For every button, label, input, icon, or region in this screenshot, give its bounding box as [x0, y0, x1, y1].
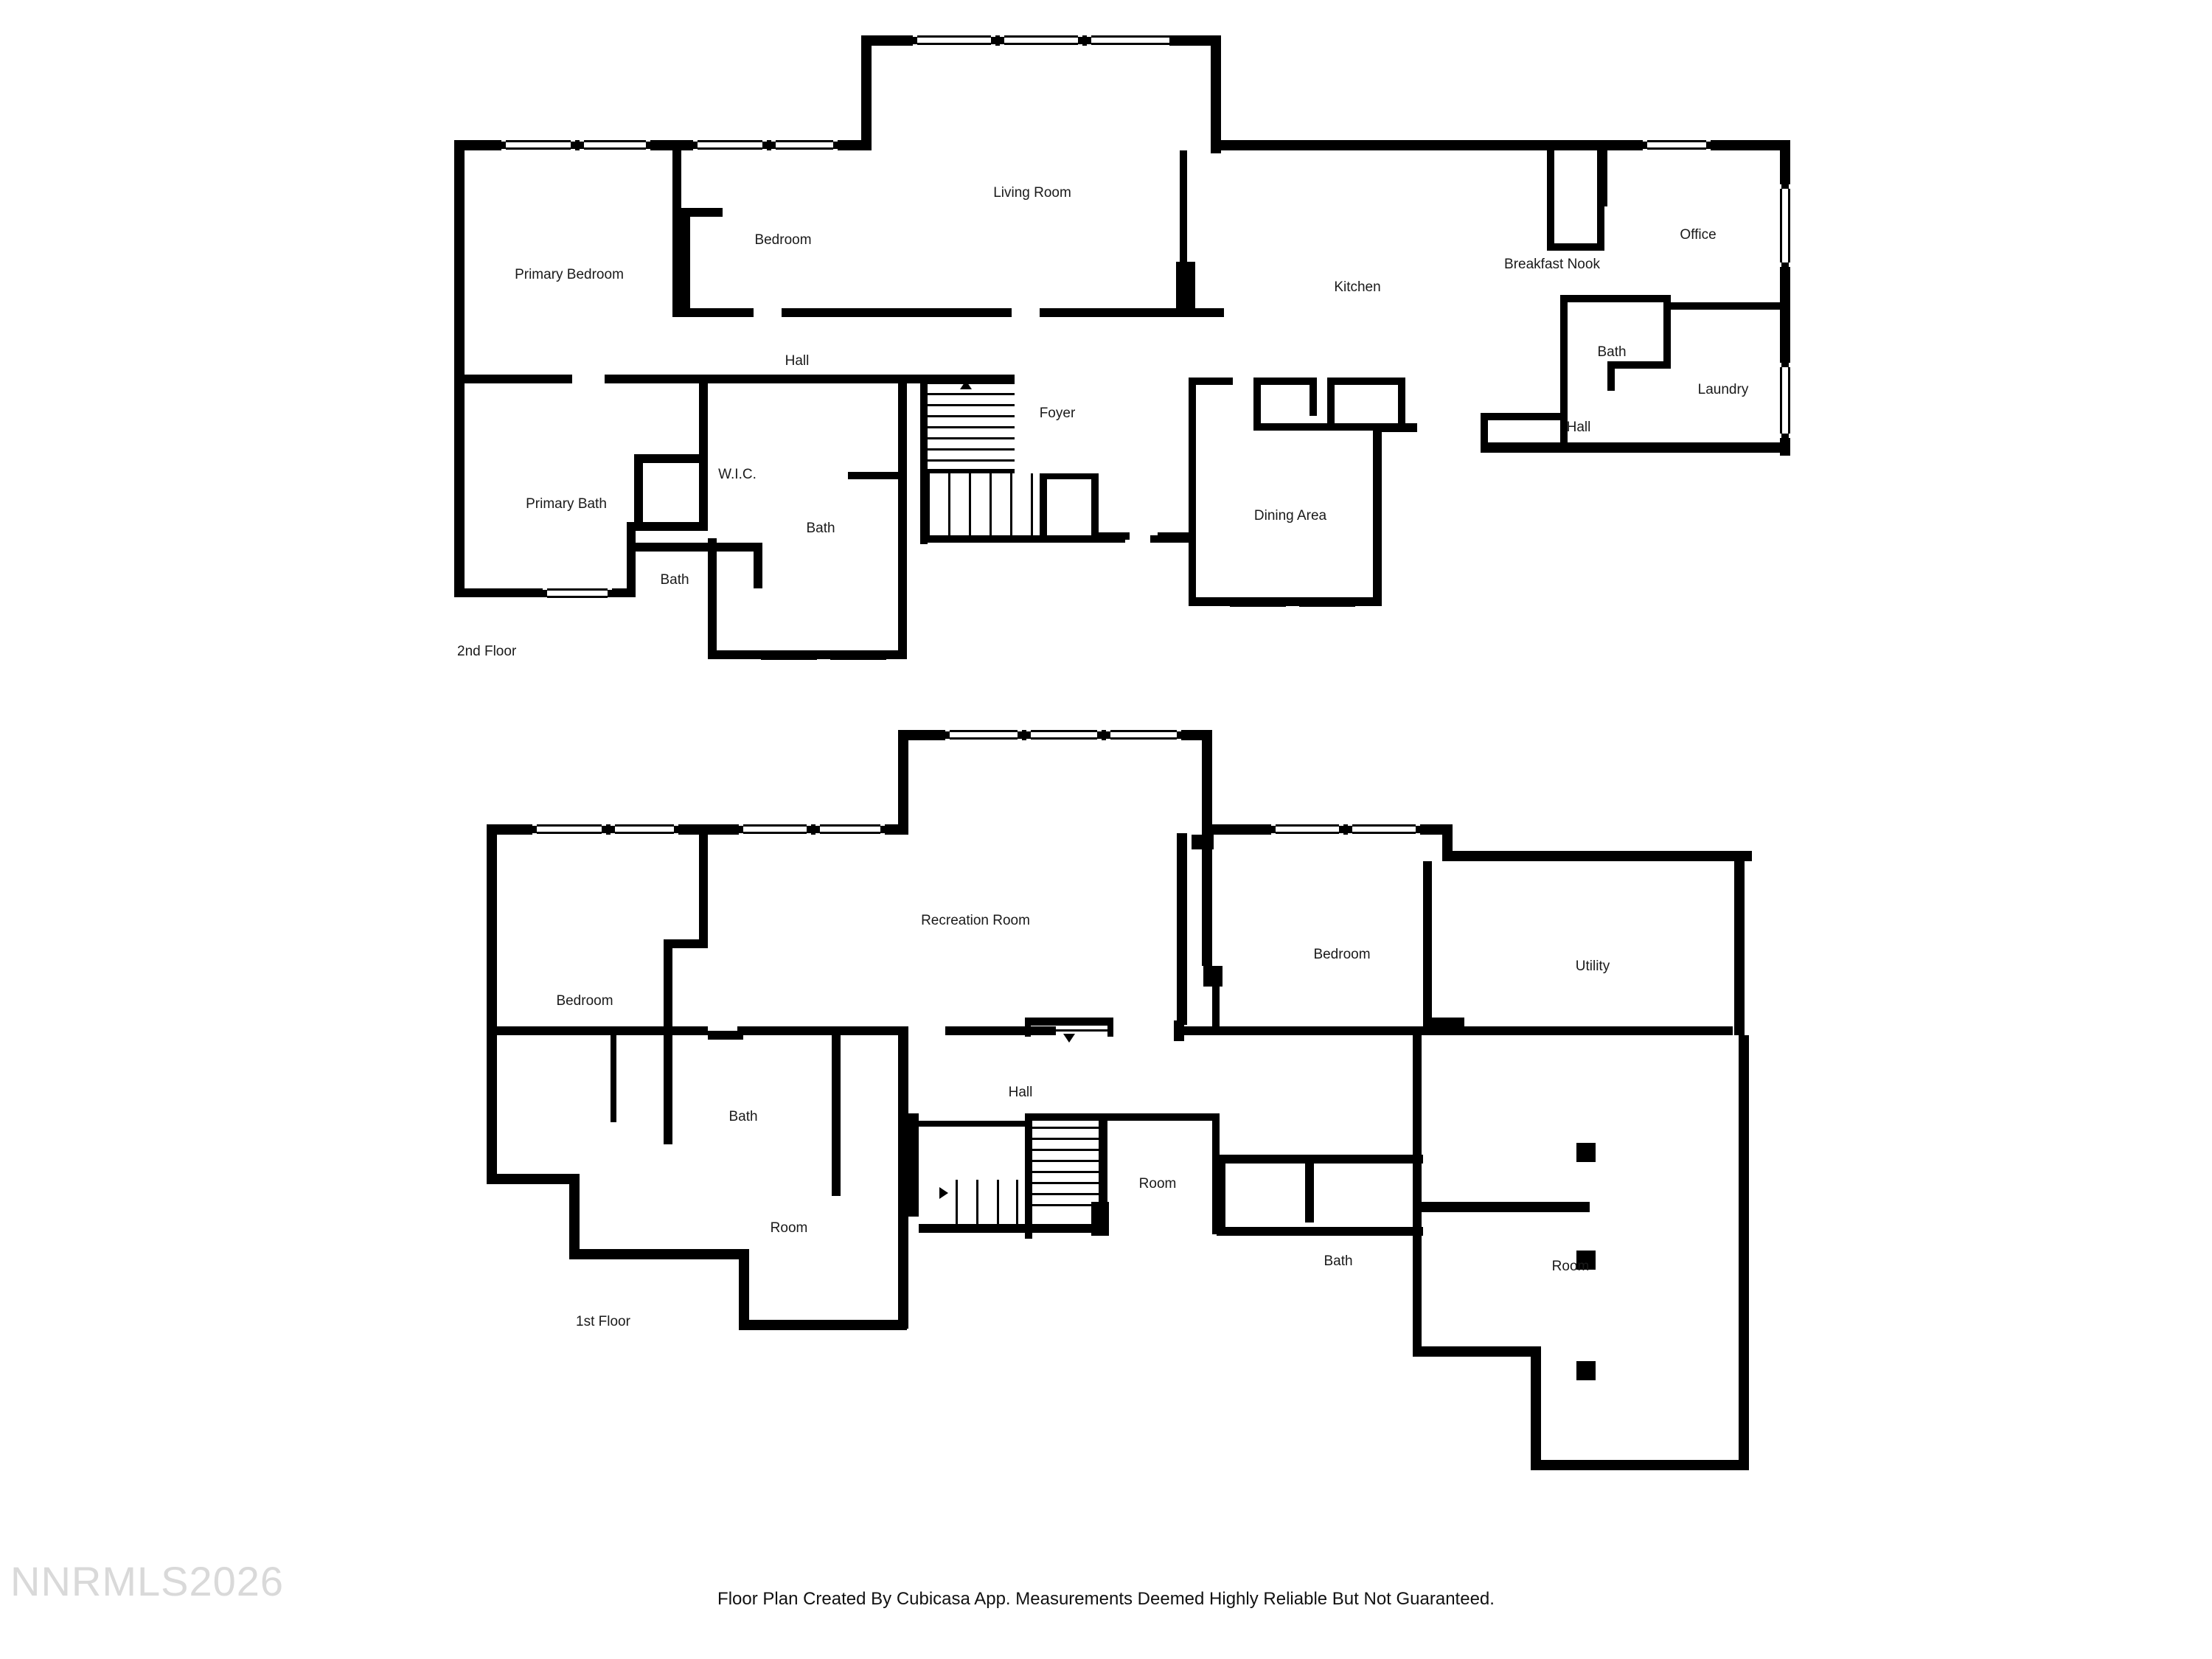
floor-label-2nd: 2nd Floor — [457, 644, 517, 659]
floor-label-1st: 1st Floor — [576, 1314, 631, 1329]
first-floor-labels: Recreation RoomBedroomUtilityBedroomHall… — [556, 913, 1610, 1274]
room-label: Hall — [785, 353, 810, 369]
room-label: Bath — [660, 572, 689, 588]
room-label: Room — [1139, 1176, 1177, 1192]
room-label: Dining Area — [1254, 508, 1327, 524]
room-label: Breakfast Nook — [1504, 257, 1600, 272]
room-label: Foyer — [1040, 406, 1076, 421]
room-label: Living Room — [993, 185, 1071, 201]
room-label: Bedroom — [754, 232, 811, 248]
room-label: Hall — [1009, 1085, 1033, 1100]
mls-watermark: NNRMLS2026 — [10, 1558, 285, 1604]
room-label: Kitchen — [1334, 279, 1380, 295]
room-label: Bath — [806, 521, 835, 536]
stair-treads-2f — [920, 382, 1033, 537]
plan-caption: Floor Plan Created By Cubicasa App. Meas… — [717, 1589, 1495, 1609]
room-label: Bedroom — [1313, 947, 1370, 962]
stair-treads-1f-lower — [956, 1127, 1105, 1231]
room-label: Room — [1552, 1259, 1590, 1274]
first-floor-group — [487, 730, 1752, 1470]
room-label: Recreation Room — [921, 913, 1030, 928]
room-label: Primary Bedroom — [515, 267, 624, 282]
stair-treads-1f-upper — [1031, 1023, 1107, 1032]
room-label: Bath — [1324, 1253, 1352, 1269]
room-label: Hall — [1567, 420, 1591, 435]
room-label: Utility — [1576, 959, 1610, 974]
second-floor-group — [454, 35, 1790, 660]
room-label: Primary Bath — [526, 496, 607, 512]
room-label: Room — [771, 1220, 808, 1236]
room-label: Bath — [728, 1109, 757, 1124]
room-label: Office — [1680, 227, 1716, 243]
room-label: Bedroom — [556, 993, 613, 1009]
room-label: W.I.C. — [718, 467, 757, 482]
room-label: Bath — [1597, 344, 1626, 360]
room-label: Laundry — [1698, 382, 1749, 397]
